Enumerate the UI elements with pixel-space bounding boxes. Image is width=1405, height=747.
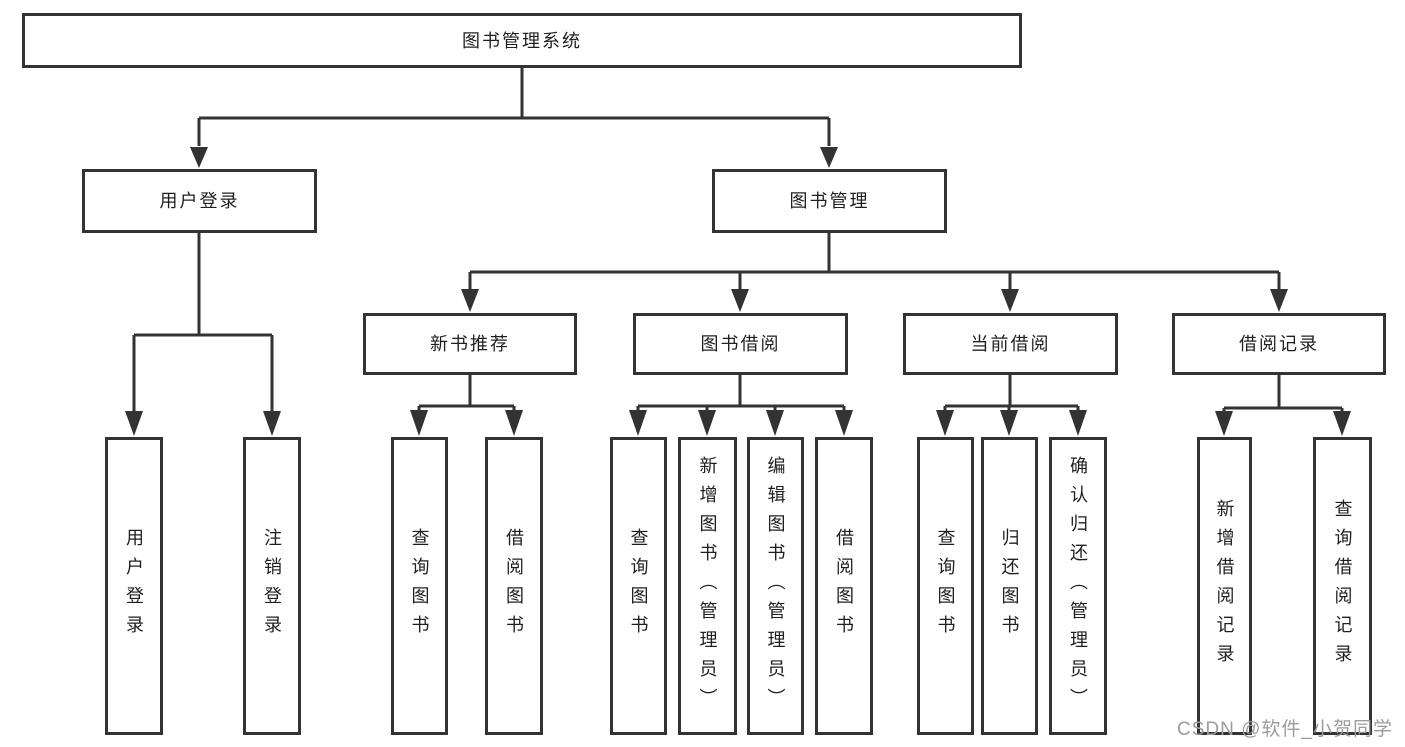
node-library-management-system: 图书管理系统 bbox=[22, 13, 1022, 68]
leaf-logout-label: 注销登录 bbox=[262, 528, 282, 644]
csdn-watermark: CSDN @软件_小贺同学 bbox=[1177, 719, 1393, 740]
leaf-query-books-recommend-label: 查询图书 bbox=[409, 528, 430, 644]
leaf-add-books-admin-label: 新增图书（管理员） bbox=[697, 455, 718, 717]
node-book-management: 图书管理 bbox=[712, 169, 947, 233]
node-user-login: 用户登录 bbox=[82, 169, 317, 233]
leaf-borrow-books: 借阅图书 bbox=[815, 437, 873, 735]
leaf-query-books-current-label: 查询图书 bbox=[935, 528, 956, 644]
leaf-edit-books-admin-label: 编辑图书（管理员） bbox=[765, 455, 786, 717]
leaf-borrow-books-recommend: 借阅图书 bbox=[485, 437, 543, 735]
leaf-borrow-books-label: 借阅图书 bbox=[834, 528, 854, 644]
leaf-query-books-borrowing: 查询图书 bbox=[610, 437, 667, 735]
leaf-query-borrow-record-label: 查询借阅记录 bbox=[1332, 499, 1353, 673]
leaf-query-books-current: 查询图书 bbox=[917, 437, 974, 735]
leaf-query-books-borrowing-label: 查询图书 bbox=[628, 528, 649, 644]
leaf-add-borrow-record-label: 新增借阅记录 bbox=[1214, 499, 1235, 673]
leaf-edit-books-admin: 编辑图书（管理员） bbox=[747, 437, 804, 735]
leaf-return-books-label: 归还图书 bbox=[999, 528, 1020, 644]
leaf-query-books-recommend: 查询图书 bbox=[391, 437, 448, 735]
leaf-query-borrow-record: 查询借阅记录 bbox=[1313, 437, 1372, 735]
leaf-user-login-label: 用户登录 bbox=[124, 528, 144, 644]
leaf-add-books-admin: 新增图书（管理员） bbox=[678, 437, 737, 735]
leaf-return-books: 归还图书 bbox=[981, 437, 1038, 735]
leaf-user-login: 用户登录 bbox=[105, 437, 163, 735]
node-current-borrowing: 当前借阅 bbox=[903, 313, 1118, 375]
node-borrowing-records: 借阅记录 bbox=[1172, 313, 1386, 375]
node-new-book-recommend: 新书推荐 bbox=[363, 313, 577, 375]
leaf-logout: 注销登录 bbox=[243, 437, 301, 735]
leaf-borrow-books-recommend-label: 借阅图书 bbox=[504, 528, 524, 644]
leaf-confirm-return-admin: 确认归还（管理员） bbox=[1049, 437, 1107, 735]
leaf-add-borrow-record: 新增借阅记录 bbox=[1197, 437, 1252, 735]
node-book-borrowing: 图书借阅 bbox=[633, 313, 848, 375]
leaf-confirm-return-admin-label: 确认归还（管理员） bbox=[1068, 455, 1088, 717]
